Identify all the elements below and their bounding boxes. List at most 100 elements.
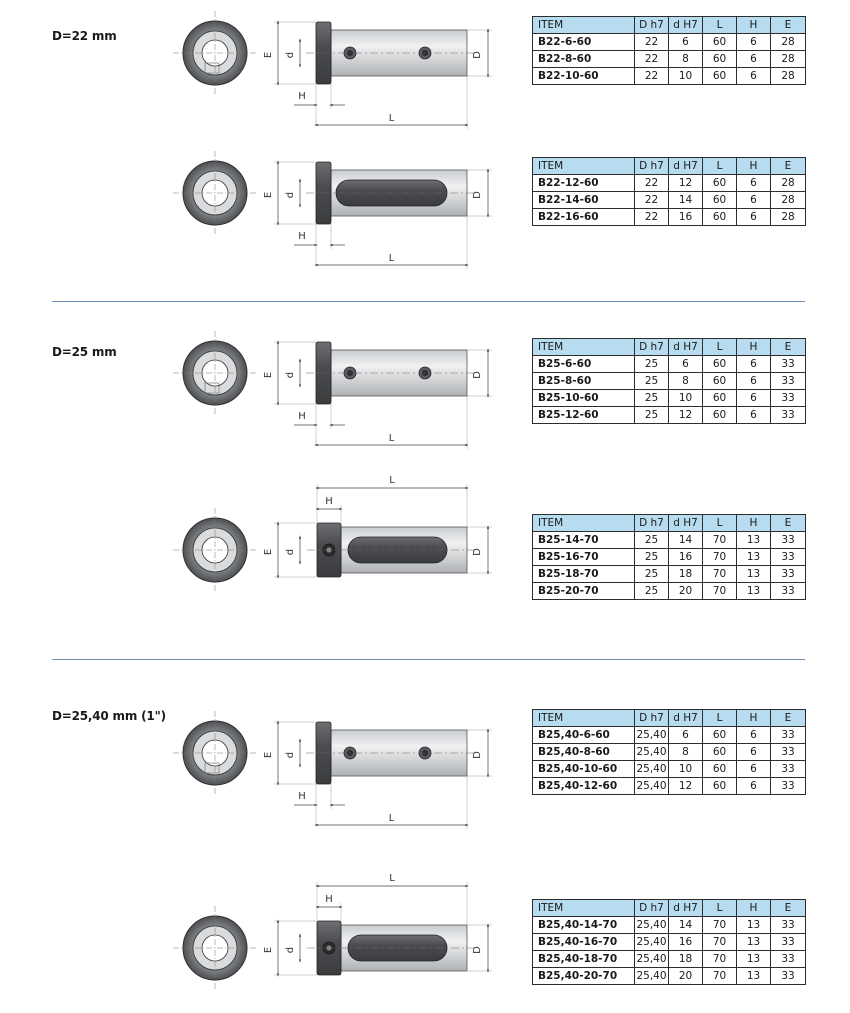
value-cell: 28 — [770, 33, 806, 51]
item-code-cell: B25-18-70 — [532, 565, 635, 583]
value-cell: 22 — [634, 33, 669, 51]
value-cell: 6 — [736, 406, 771, 424]
section-divider — [52, 301, 805, 302]
column-header: E — [770, 514, 806, 532]
column-header: D h7 — [634, 709, 669, 727]
dimension-label-d: d — [285, 752, 296, 758]
dimension-label-d: D — [472, 946, 483, 954]
item-code-cell: B25,40-14-70 — [532, 916, 635, 934]
value-cell: 28 — [770, 174, 806, 192]
value-cell: 10 — [668, 67, 703, 85]
column-header: d H7 — [668, 338, 703, 356]
value-cell: 28 — [770, 50, 806, 68]
section-divider — [52, 659, 805, 660]
dimension-label-l: L — [389, 813, 395, 824]
value-cell: 6 — [736, 760, 771, 778]
value-cell: 16 — [668, 933, 703, 951]
value-cell: 12 — [668, 406, 703, 424]
dimension-label-e: E — [263, 752, 274, 758]
value-cell: 33 — [770, 760, 806, 778]
value-cell: 33 — [770, 355, 806, 373]
value-cell: 70 — [702, 531, 737, 549]
value-cell: 18 — [668, 950, 703, 968]
keyway-mark — [204, 62, 220, 74]
dimension-label-h: H — [298, 791, 306, 802]
dimension-label-d: d — [285, 192, 296, 198]
column-header: H — [736, 899, 771, 917]
dimension-label-l: L — [389, 873, 395, 884]
dimension-label-d: D — [472, 51, 483, 59]
value-cell: 70 — [702, 933, 737, 951]
value-cell: 6 — [736, 67, 771, 85]
column-header: ITEM — [532, 899, 635, 917]
dimension-label-l: L — [389, 253, 395, 264]
dimension-label-d: d — [285, 372, 296, 378]
value-cell: 33 — [770, 389, 806, 407]
value-cell: 60 — [702, 208, 737, 226]
value-cell: 13 — [736, 582, 771, 600]
column-header: L — [702, 338, 737, 356]
column-header: ITEM — [532, 157, 635, 175]
dimension-label-d: D — [472, 191, 483, 199]
value-cell: 6 — [736, 743, 771, 761]
value-cell: 33 — [770, 967, 806, 985]
column-header: d H7 — [668, 16, 703, 34]
value-cell: 60 — [702, 191, 737, 209]
value-cell: 6 — [736, 191, 771, 209]
value-cell: 16 — [668, 548, 703, 566]
value-cell: 33 — [770, 726, 806, 744]
value-cell: 33 — [770, 582, 806, 600]
value-cell: 60 — [702, 726, 737, 744]
item-code-cell: B22-6-60 — [532, 33, 635, 51]
value-cell: 25,40 — [634, 726, 669, 744]
column-header: D h7 — [634, 899, 669, 917]
item-code-cell: B25-8-60 — [532, 372, 635, 390]
column-header: D h7 — [634, 338, 669, 356]
dimension-label-h: H — [325, 894, 333, 905]
column-header: H — [736, 338, 771, 356]
value-cell: 14 — [668, 531, 703, 549]
value-cell: 60 — [702, 760, 737, 778]
value-cell: 25,40 — [634, 743, 669, 761]
value-cell: 6 — [736, 208, 771, 226]
column-header: ITEM — [532, 514, 635, 532]
column-header: H — [736, 709, 771, 727]
dimension-label-e: E — [263, 947, 274, 953]
value-cell: 14 — [668, 916, 703, 934]
value-cell: 6 — [736, 50, 771, 68]
value-cell: 70 — [702, 548, 737, 566]
value-cell: 33 — [770, 372, 806, 390]
value-cell: 60 — [702, 372, 737, 390]
value-cell: 25 — [634, 565, 669, 583]
value-cell: 22 — [634, 208, 669, 226]
dimension-label-e: E — [263, 549, 274, 555]
item-code-cell: B22-12-60 — [532, 174, 635, 192]
column-header: d H7 — [668, 709, 703, 727]
value-cell: 13 — [736, 916, 771, 934]
value-cell: 25 — [634, 406, 669, 424]
keyway-mark — [204, 382, 220, 394]
value-cell: 33 — [770, 406, 806, 424]
item-code-cell: B25,40-10-60 — [532, 760, 635, 778]
value-cell: 10 — [668, 389, 703, 407]
value-cell: 18 — [668, 565, 703, 583]
